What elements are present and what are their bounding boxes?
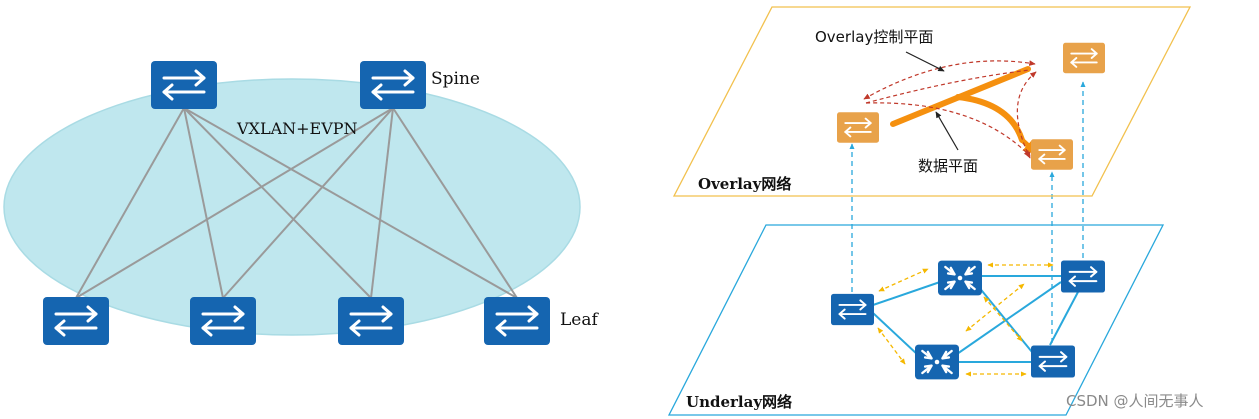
underlay-plane [667,224,1165,416]
data-plane-pointer [935,111,959,151]
fabric-ellipse [3,78,581,336]
underlay-router-bottom [915,344,959,380]
link-spine2-leaf3 [370,107,394,299]
ulink-leftsw-routertop [872,281,941,306]
leaf-switch-4 [484,297,550,345]
data-plane-path-branch [955,94,1025,143]
flow-1 [878,268,929,292]
control-arc-middle [865,69,1031,104]
flow-5 [983,296,1023,342]
link-spine2-leaf2 [222,107,394,299]
underlay-plane-label: Underlay网络 [686,393,792,411]
fabric-links [75,107,518,299]
underlay-switch-right [1061,259,1105,294]
data-plane [890,66,1039,156]
link-spine1-leaf3 [183,107,372,299]
ulink-routertop-botsw [977,285,1033,353]
spine-label: Spine [431,69,480,89]
underlay-flows [877,262,1054,377]
spine-switch-2 [360,61,426,109]
leaf-label: Leaf [560,310,599,330]
spine-switch-1 [151,61,217,109]
overlay-switch-top [1063,41,1105,75]
flow-3 [877,327,906,365]
spine-leaf-fabric: Spine Leaf VXLAN+EVPN [3,61,599,345]
control-arc-top [863,60,1036,100]
control-plane [863,60,1037,159]
ulink-botsw-rightsw [1049,291,1079,346]
ulink-leftsw-routerbot [872,312,919,356]
overlay-switch-left [837,111,879,144]
control-plane-pointer [905,51,945,72]
vertical-mappings [849,81,1086,343]
underlay-switch-bottom [1031,344,1075,379]
control-plane-label: Overlay控制平面 [815,28,933,46]
control-arc-left [865,102,1031,157]
overlay-underlay-model: Overlay网络 Underlay网络 Overlay控制平面 数据平面 [667,6,1192,416]
overlay-plane [672,6,1192,197]
leaf-switch-3 [338,297,404,345]
overlay-plane-label: Overlay网络 [698,175,791,193]
underlay-switch-left [831,292,874,327]
control-arc-right [1016,71,1037,159]
underlay-router-top [938,260,982,296]
overlay-switch-right [1031,138,1073,171]
link-spine1-leaf2 [183,107,224,299]
data-plane-label: 数据平面 [918,157,978,175]
link-spine1-leaf4 [183,107,518,299]
link-spine1-leaf1 [75,107,185,299]
fabric-label: VXLAN+EVPN [236,119,358,138]
link-spine2-leaf4 [392,107,518,299]
leaf-switch-2 [190,297,256,345]
leaf-switch-1 [43,297,109,345]
watermark: CSDN @人间无事人 [1066,392,1204,410]
link-spine2-leaf1 [75,107,394,299]
